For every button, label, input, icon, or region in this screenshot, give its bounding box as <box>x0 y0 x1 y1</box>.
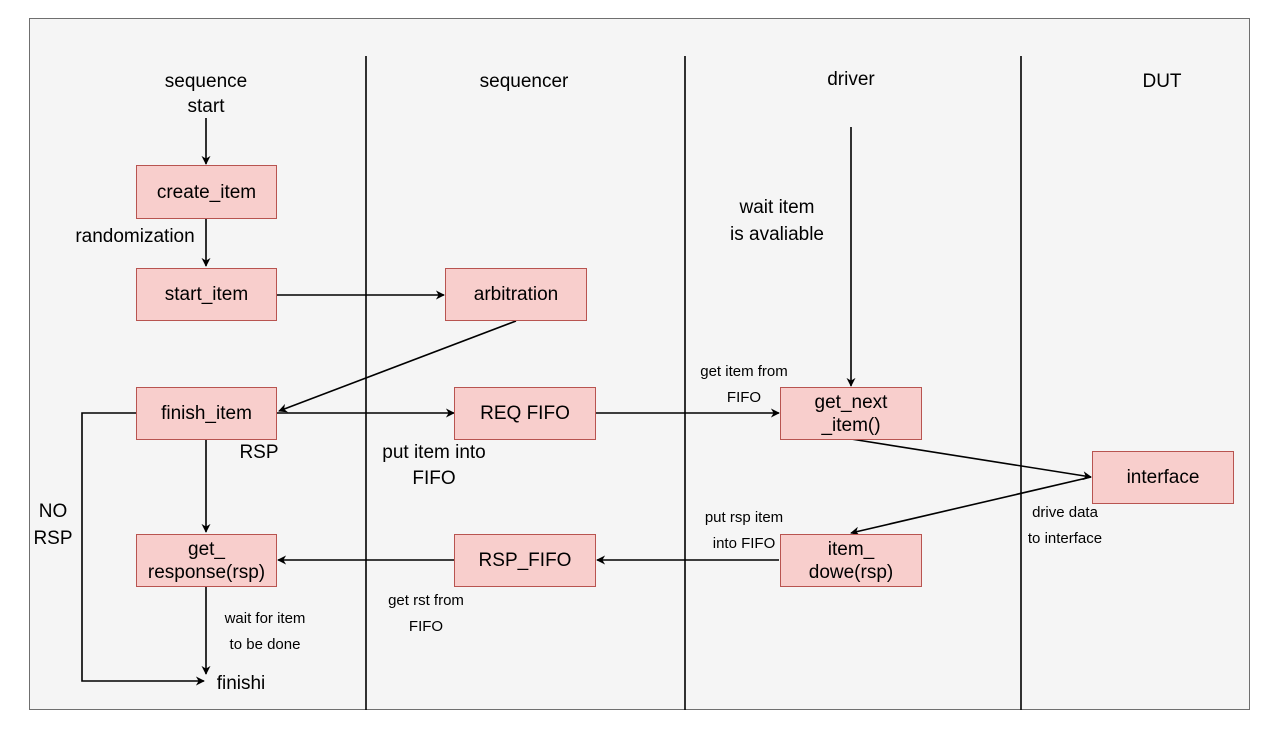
label-get-rst-from-fifo: get rst from FIFO <box>388 592 464 635</box>
item-done-node: item_ dowe(rsp) <box>780 534 922 587</box>
label-wait-for-item-done: wait for item to be done <box>224 610 306 653</box>
lane-header-dut: DUT <box>1142 71 1182 92</box>
label-randomization: randomization <box>75 226 195 247</box>
arbitration-node: arbitration <box>445 268 587 321</box>
get-response-node: get_ response(rsp) <box>136 534 277 587</box>
edge-no-rsp-bypass <box>81 412 205 686</box>
label-put-rsp-item: put rsp item into FIFO <box>704 509 784 552</box>
diagram-frame <box>29 18 1250 710</box>
label-put-item-into-fifo: put item into FIFO <box>382 442 486 489</box>
req-fifo-node: REQ FIFO <box>454 387 596 440</box>
get-next-item-node: get_next _item() <box>780 387 922 440</box>
label-drive-data: drive data to interface <box>1027 504 1103 547</box>
finish-item-node: finish_item <box>136 387 277 440</box>
create-item-node: create_item <box>136 165 277 219</box>
edge-interface-to-item-done <box>850 476 1092 536</box>
lane-header-driver: driver <box>827 69 875 90</box>
edge-arbitration-to-finish-item <box>278 320 517 413</box>
label-no-rsp: NO RSP <box>33 501 73 549</box>
lane-header-sequencer: sequencer <box>479 71 569 92</box>
start-item-node: start_item <box>136 268 277 321</box>
interface-node: interface <box>1092 451 1234 504</box>
label-rsp: RSP <box>239 442 279 463</box>
label-wait-item: wait item is avaliable <box>730 197 824 245</box>
edge-get-next-item-to-interface <box>850 438 1092 481</box>
label-get-item-from-fifo: get item from FIFO <box>700 363 788 406</box>
rsp-fifo-node: RSP_FIFO <box>454 534 596 587</box>
finishi-label: finishi <box>216 673 266 694</box>
lane-header-sequence: sequence start <box>164 71 248 117</box>
